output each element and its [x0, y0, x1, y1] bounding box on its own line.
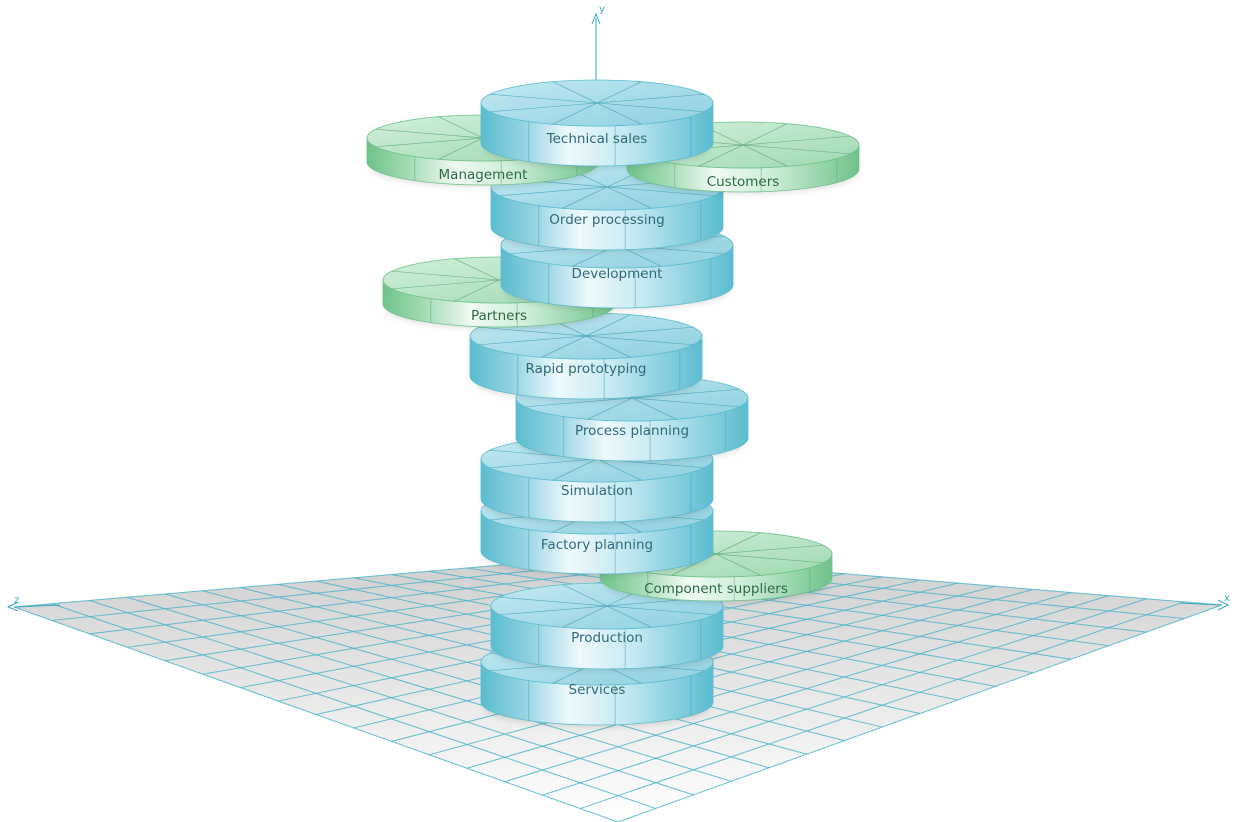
disk-label: Factory planning [541, 537, 653, 553]
z-axis-label: z [14, 595, 19, 606]
disk-top-divider [478, 326, 694, 346]
grid-line [617, 604, 1223, 822]
disk-label: Services [569, 682, 626, 698]
grid-line [466, 567, 1072, 660]
y-axis-arrow [591, 12, 601, 25]
disk-process-planning: Process planning [515, 374, 749, 462]
disk-top-divider [489, 93, 705, 113]
disk-label: Component suppliers [644, 581, 788, 597]
z-axis [13, 604, 61, 608]
disk-component-suppliers: Component suppliers [599, 530, 833, 602]
disk-label: Process planning [575, 423, 689, 439]
disk-technical-sales: Technical sales [480, 79, 714, 167]
grid-line [466, 592, 1072, 769]
disk-label: Production [571, 630, 643, 646]
grid-line [429, 588, 1034, 756]
disk-stack: Services Production Component suppliers Fac… [366, 79, 860, 726]
disk-label: Simulation [561, 483, 633, 499]
disk-rapid-prototyping: Rapid prototyping [469, 312, 703, 400]
disk-label: Management [439, 167, 528, 183]
disk-label: Order processing [549, 212, 664, 228]
z-axis-arrow [6, 601, 19, 612]
grid-line [504, 595, 1109, 783]
disk-label: Rapid prototyping [526, 361, 647, 377]
disk-label: Technical sales [546, 131, 648, 147]
disk-label: Development [572, 266, 663, 282]
x-axis [1179, 602, 1223, 606]
disk-top-divider [524, 388, 740, 408]
x-axis-label: x [1224, 593, 1230, 604]
grid-line [580, 601, 1185, 810]
grid-line [429, 570, 1034, 674]
axes [6, 12, 1230, 612]
disk-label: Partners [471, 308, 527, 324]
disk-label: Customers [707, 174, 780, 190]
grid-line [542, 598, 1147, 796]
x-axis-arrow [1217, 599, 1230, 611]
y-axis-label: y [599, 4, 605, 15]
